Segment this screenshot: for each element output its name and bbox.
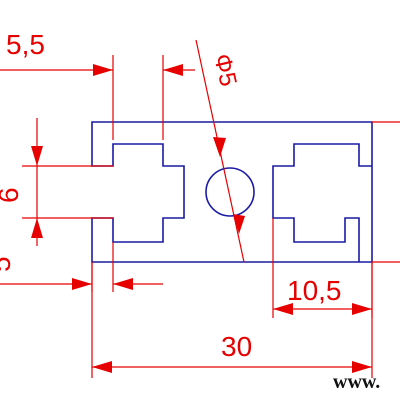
dim-total-width [91, 262, 373, 378]
right-slot-contour [272, 143, 372, 262]
dim-right-section [272, 218, 373, 318]
dim-right-height [372, 121, 400, 263]
dim-hole-leader [195, 39, 245, 263]
watermark: www. [333, 371, 380, 393]
left-offset-label: 5 [0, 256, 16, 272]
profile-outline [91, 121, 373, 263]
dim-left-offset [0, 242, 163, 292]
hole-diameter-label: Φ5 [208, 51, 242, 89]
total-width-label: 30 [221, 331, 252, 362]
right-section-width-label: 10,5 [287, 275, 342, 306]
profile-outer-contour [91, 121, 373, 263]
center-hole [205, 167, 255, 217]
slot-height-label: 6 [0, 187, 24, 203]
dim-slot-height [22, 118, 113, 246]
top-slot-width-label: 5,5 [6, 29, 45, 60]
dim-top-slot [0, 55, 195, 140]
